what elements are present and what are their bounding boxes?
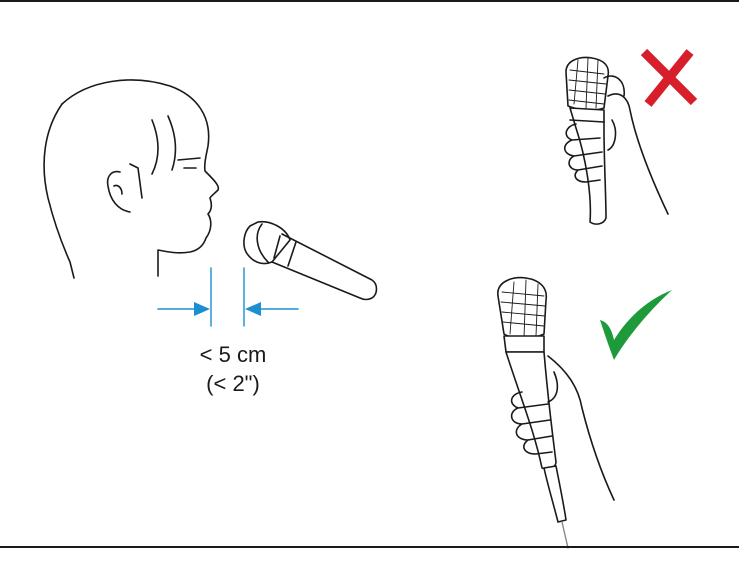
microphone-near-mouth [244, 222, 377, 300]
cross-mark-icon [644, 52, 694, 104]
distance-dimension [158, 268, 298, 326]
mic-band [288, 242, 296, 266]
head-outline [62, 80, 218, 276]
mic-connector [544, 466, 566, 522]
mic-grille [244, 222, 290, 264]
dimension-arrow-left-head [194, 302, 210, 316]
mic-grille [498, 278, 546, 339]
mic-cable [562, 522, 568, 548]
thumb [608, 120, 615, 150]
thumb [548, 372, 557, 402]
correct-grip-illustration [498, 278, 672, 548]
ear [108, 172, 130, 212]
distance-imperial-label: (< 2") [168, 371, 298, 397]
eyebrow [178, 158, 200, 160]
head-back [44, 104, 74, 278]
distance-metric-label: < 5 cm [168, 342, 298, 368]
hair-strands [152, 116, 175, 174]
wrong-grip-illustration [565, 52, 694, 224]
mic-band [504, 336, 544, 352]
dimension-arrow-right-head [245, 302, 261, 316]
bottom-divider [0, 546, 739, 548]
check-mark-icon [600, 290, 672, 360]
head-profile [44, 80, 218, 278]
mic-grille-ring [257, 224, 268, 262]
ear-inner [130, 164, 142, 198]
